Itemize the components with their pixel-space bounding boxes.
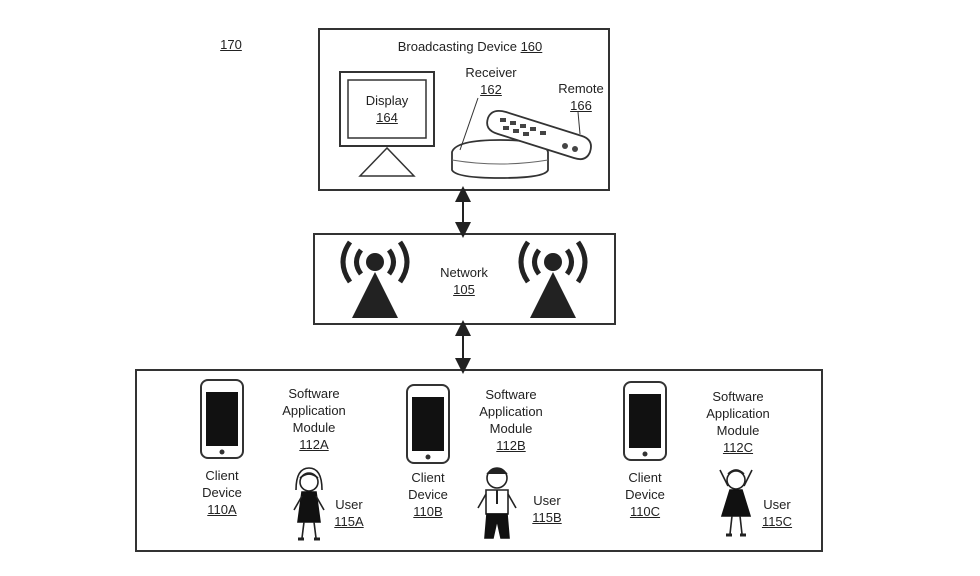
remote-control-icon — [486, 109, 592, 161]
phone-icon-c — [623, 381, 667, 461]
client-device-label-c: Client Device 110C — [625, 470, 665, 519]
antenna-icon-right — [518, 240, 588, 318]
user-label-a: User 115A — [334, 497, 364, 529]
user-label-c: User 115C — [761, 497, 793, 529]
display-monitor-icon — [339, 71, 435, 177]
antenna-icon-left — [340, 240, 410, 318]
phone-icon-b — [406, 384, 450, 464]
software-module-label-b: Software Application Module 112B — [479, 387, 543, 453]
network-label: Network 105 — [428, 264, 500, 298]
client-device-label-a: Client Device 110A — [202, 468, 242, 517]
network-ref: 105 — [453, 282, 475, 297]
user-label-b: User 115B — [532, 493, 562, 525]
receiver-ref: 162 — [480, 82, 502, 97]
user-icon-boy-b — [477, 467, 517, 539]
remote-ref: 166 — [570, 98, 592, 113]
broadcasting-device-label: Broadcasting Device 160 — [397, 39, 543, 54]
software-module-label-c: Software Application Module 112C — [706, 389, 770, 455]
client-device-label-b: Client Device 110B — [408, 470, 448, 519]
remote-label: Remote 166 — [548, 80, 614, 114]
software-module-label-a: Software Application Module 112A — [282, 386, 346, 452]
phone-icon-a — [200, 379, 244, 459]
display-ref: 164 — [376, 110, 398, 125]
figure-ref: 170 — [220, 37, 242, 52]
receiver-icon — [451, 97, 549, 179]
broadcasting-device-ref: 160 — [520, 39, 543, 54]
user-icon-girl-c — [719, 469, 753, 537]
display-label: Display 164 — [352, 92, 422, 126]
receiver-label: Receiver 162 — [455, 64, 527, 98]
client-devices-box — [135, 369, 823, 552]
user-icon-girl-a — [293, 467, 325, 541]
